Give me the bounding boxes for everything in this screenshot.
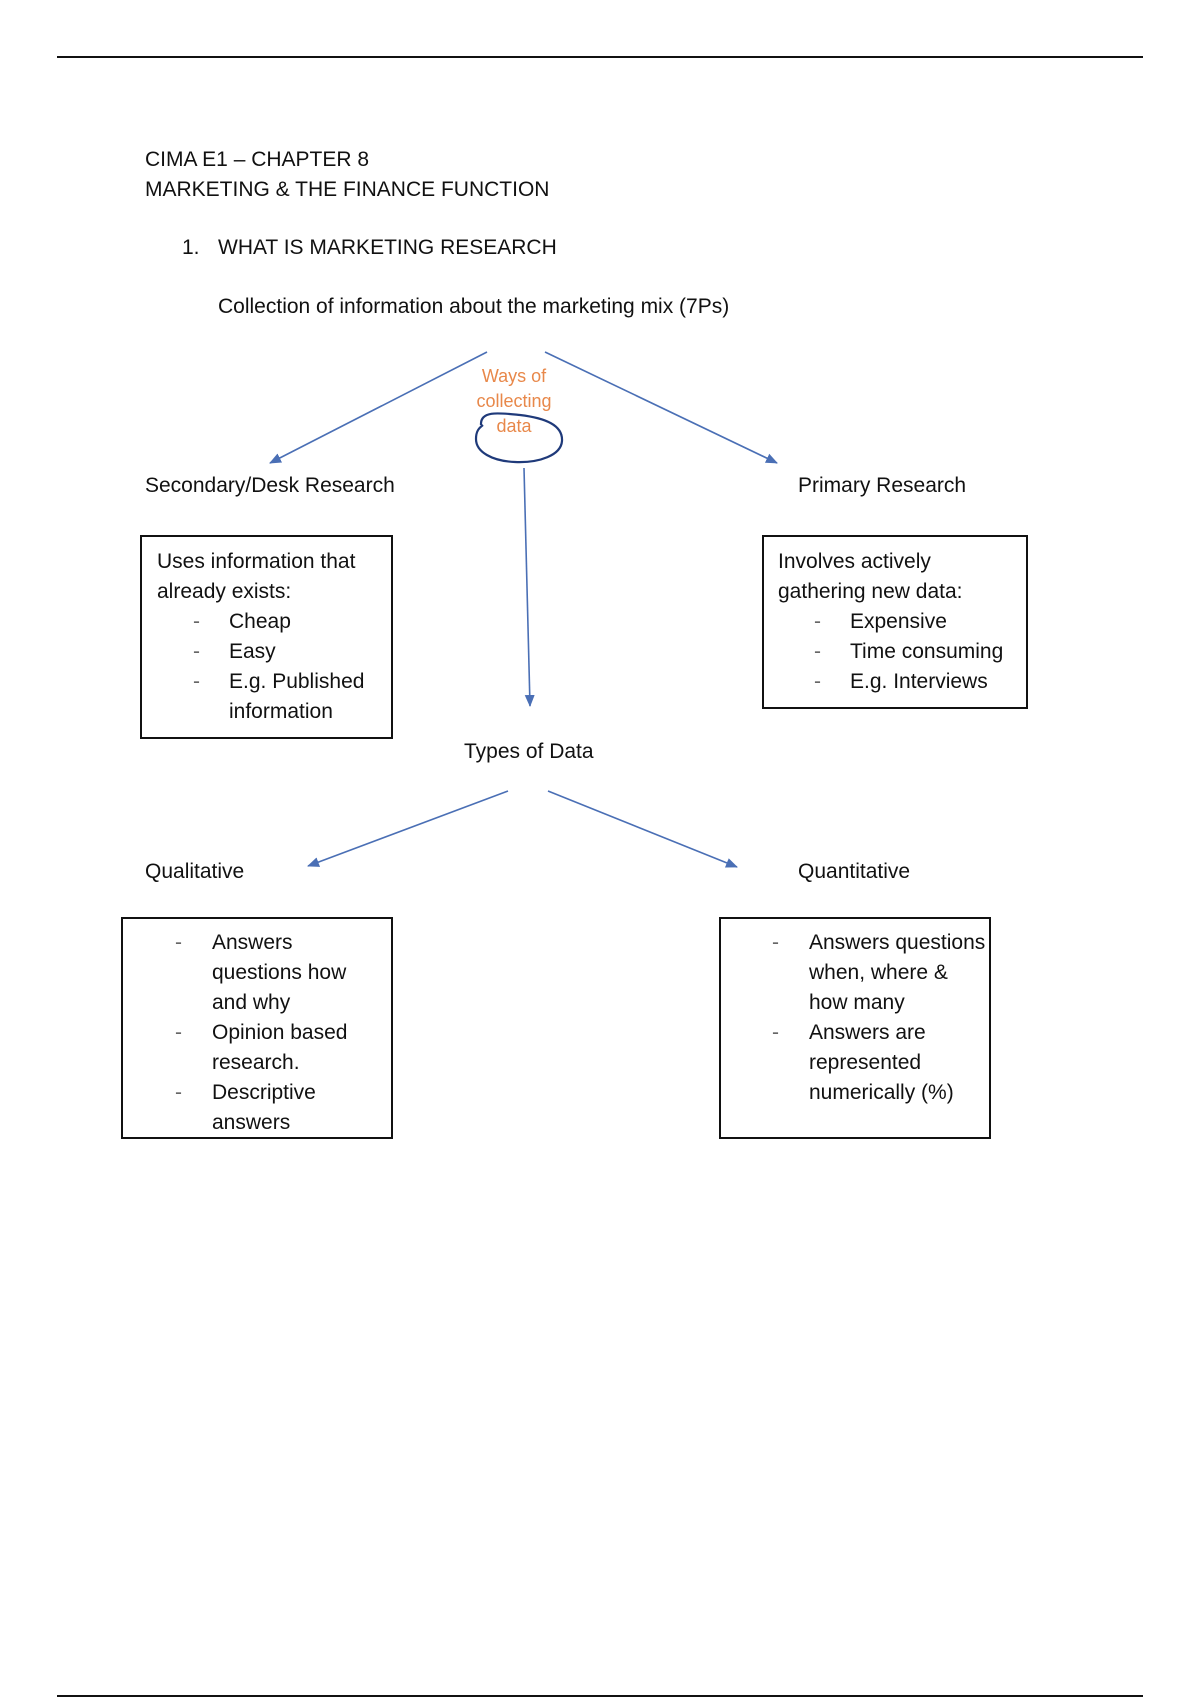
bullet-dash: -	[814, 640, 821, 663]
bullet-dash: -	[175, 1021, 182, 1044]
annotation-ways-of-collecting-data: Ways of collecting data	[460, 364, 568, 439]
bullet-dash: -	[772, 1021, 779, 1044]
annotation-line: data	[496, 416, 532, 436]
primary-bullet-text: Time consuming	[850, 640, 1004, 663]
primary-research-box: Involves actively gathering new data: - E…	[762, 535, 1028, 709]
primary-intro-line: Involves actively	[778, 550, 931, 573]
primary-bullet-text: Expensive	[850, 610, 947, 633]
quantitative-bullet-text: Answers are represented numerically (%)	[809, 1021, 954, 1104]
primary-bullet-list: - Expensive - Time consuming - E.g. Intervi…	[814, 607, 1026, 697]
section-title: WHAT IS MARKETING RESEARCH	[218, 236, 557, 259]
bullet-dash: -	[814, 610, 821, 633]
quantitative-heading: Quantitative	[798, 860, 911, 883]
primary-bullet-text: E.g. Interviews	[850, 670, 988, 693]
list-item: - E.g. Interviews	[814, 667, 1026, 697]
bullet-dash: -	[193, 640, 200, 663]
bullet-dash: -	[193, 610, 200, 633]
secondary-bullet-list: - Cheap - Easy - E.g. Published information	[193, 607, 391, 727]
list-item: - Answers are represented numerically (%)	[772, 1018, 989, 1108]
secondary-intro-line: already exists:	[157, 580, 292, 603]
secondary-bullet-text: Easy	[229, 640, 276, 663]
list-item: - Easy	[193, 637, 391, 667]
annotation-line: collecting	[476, 391, 552, 411]
qualitative-bullet-text: Answers questions how and why	[212, 931, 347, 1014]
list-item: - Answers questions when, where & how man…	[772, 928, 989, 1018]
primary-research-heading: Primary Research	[798, 474, 967, 497]
types-of-data-heading: Types of Data	[464, 740, 594, 763]
bullet-dash: -	[814, 670, 821, 693]
qualitative-bullet-text: Opinion based research.	[212, 1021, 348, 1074]
bullet-dash: -	[193, 670, 200, 693]
list-item: - Time consuming	[814, 637, 1026, 667]
arrow-to-qualitative	[307, 790, 509, 867]
list-item: - Cheap	[193, 607, 391, 637]
primary-intro-line: gathering new data:	[778, 580, 963, 603]
list-item: - Opinion based research.	[175, 1018, 391, 1078]
list-item: - Answers questions how and why	[175, 928, 391, 1018]
definition-text: Collection of information about the mark…	[218, 295, 730, 318]
arrow-to-primary	[544, 351, 778, 464]
secondary-bullet-text: E.g. Published information	[229, 670, 365, 723]
qualitative-bullet-text: Descriptive answers	[212, 1081, 316, 1134]
arrow-to-types-of-data	[523, 467, 535, 707]
arrow-to-secondary	[269, 351, 488, 464]
list-item: - Descriptive answers	[175, 1078, 391, 1138]
list-item: - E.g. Published information	[193, 667, 391, 727]
header-line-1: CIMA E1 – CHAPTER 8	[145, 148, 370, 171]
bullet-dash: -	[175, 1081, 182, 1104]
qualitative-heading: Qualitative	[145, 860, 245, 883]
quantitative-bullet-text: Answers questions when, where & how many	[809, 931, 986, 1014]
bullet-dash: -	[175, 931, 182, 954]
arrow-to-quantitative	[547, 790, 738, 868]
qualitative-box: - Answers questions how and why - Opinion …	[121, 917, 393, 1139]
secondary-intro-line: Uses information that	[157, 550, 356, 573]
quantitative-bullet-list: - Answers questions when, where & how man…	[772, 928, 989, 1108]
quantitative-box: - Answers questions when, where & how man…	[719, 917, 991, 1139]
qualitative-bullet-list: - Answers questions how and why - Opinion …	[175, 928, 391, 1138]
top-rule	[57, 56, 1143, 58]
section-number: 1.	[182, 236, 200, 259]
bullet-dash: -	[772, 931, 779, 954]
bottom-rule	[57, 1695, 1143, 1697]
annotation-line: Ways of	[481, 366, 547, 386]
secondary-bullet-text: Cheap	[229, 610, 291, 633]
list-item: - Expensive	[814, 607, 1026, 637]
annotation-circle	[474, 412, 564, 464]
secondary-research-box: Uses information that already exists: - C…	[140, 535, 393, 739]
header-line-2: MARKETING & THE FINANCE FUNCTION	[145, 178, 550, 201]
secondary-research-heading: Secondary/Desk Research	[145, 474, 395, 497]
